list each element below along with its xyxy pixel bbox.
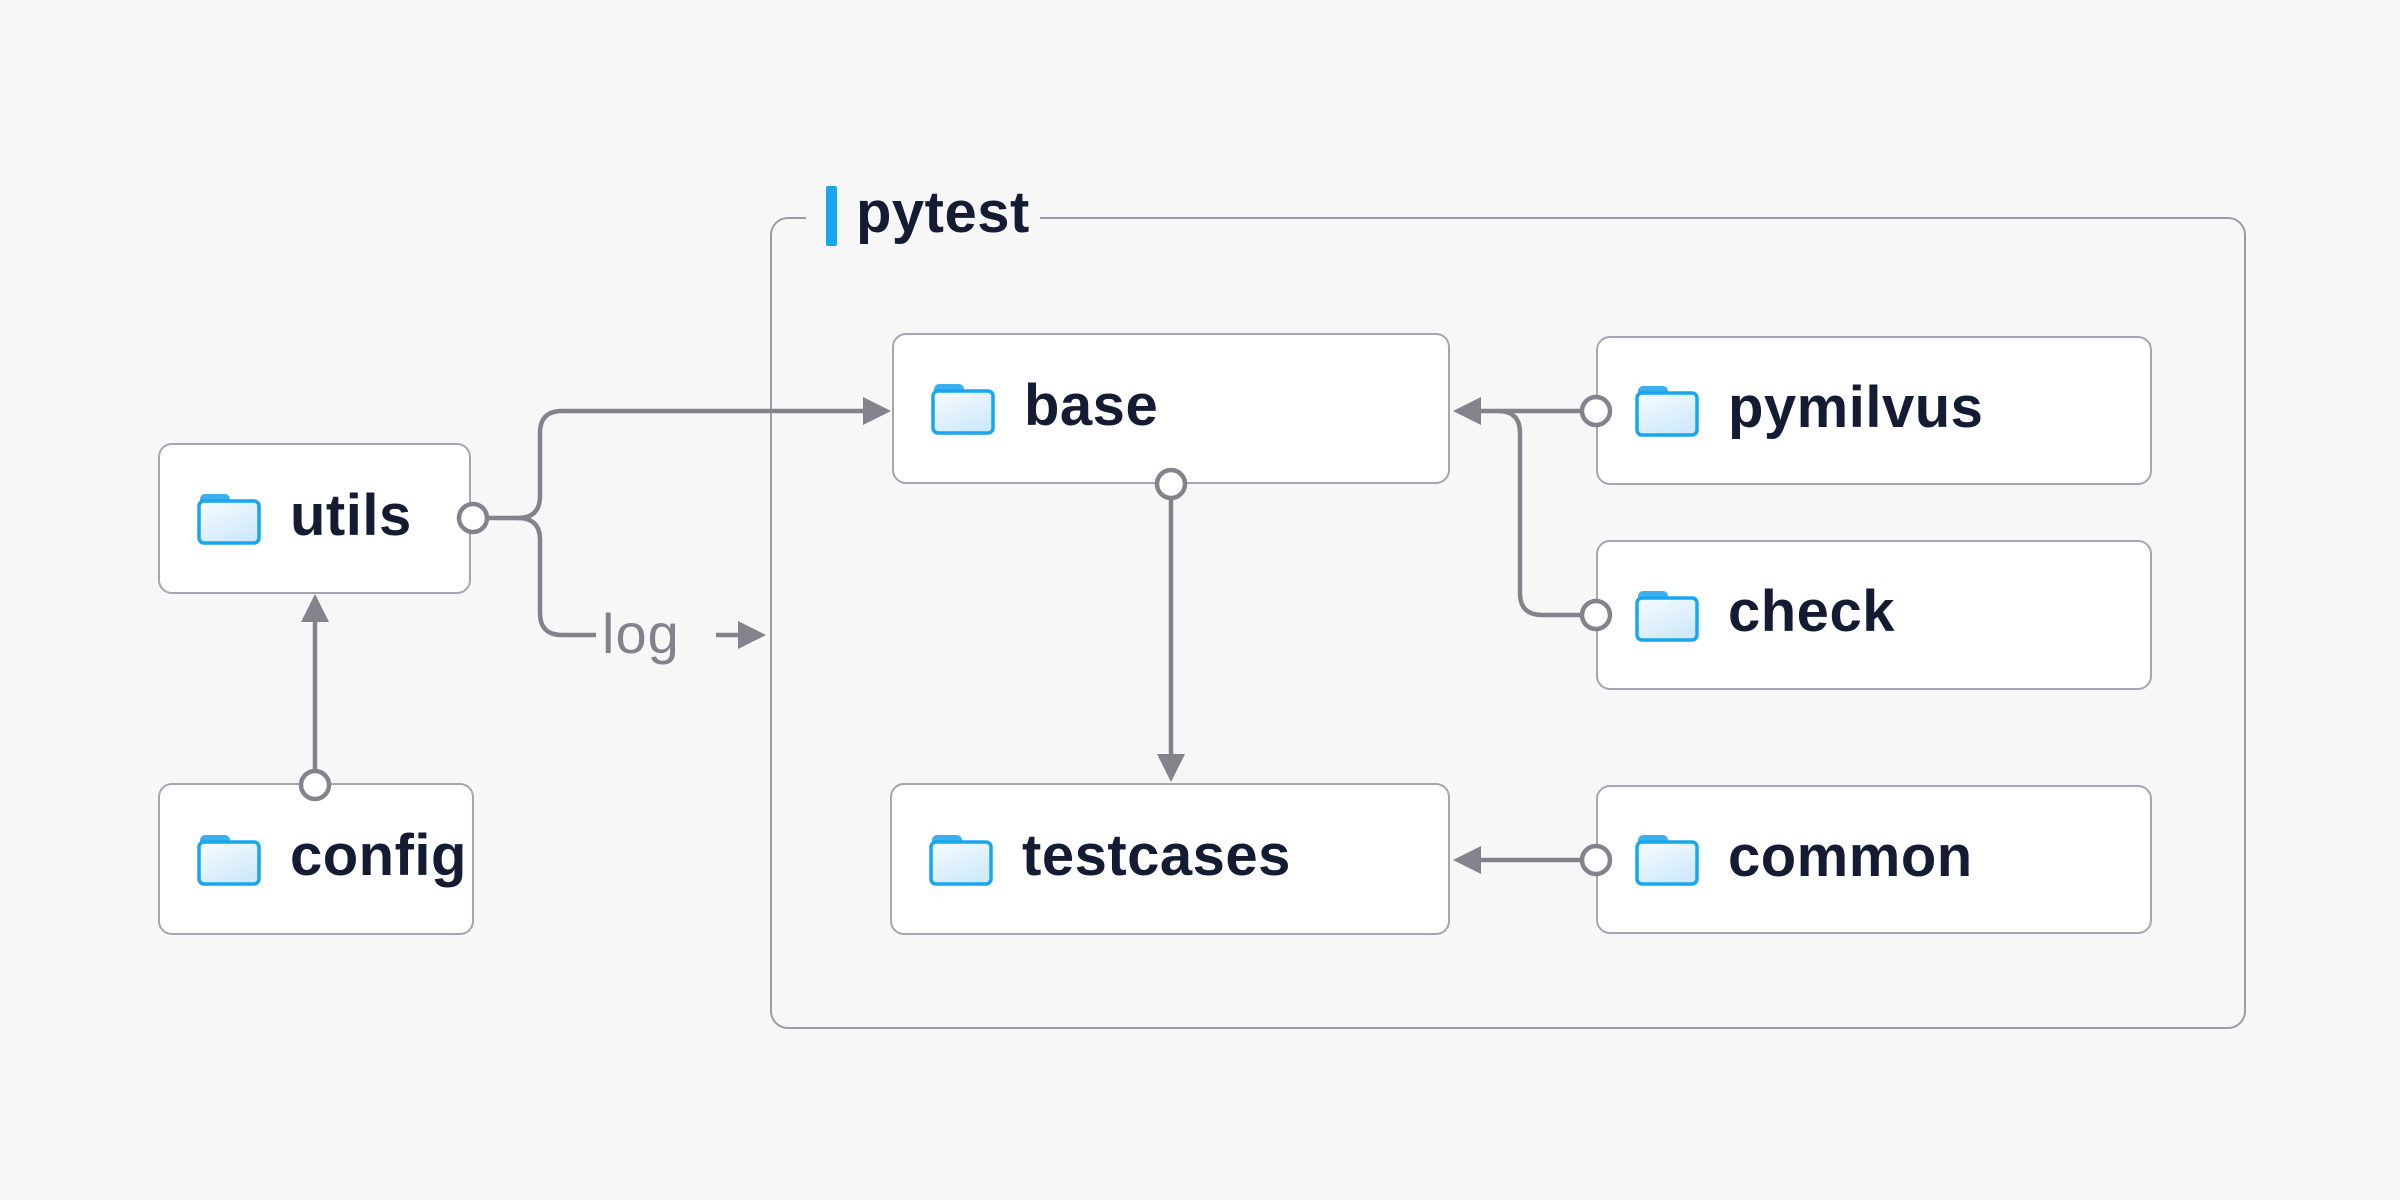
folder-icon	[931, 382, 995, 435]
node-label: check	[1728, 579, 1895, 644]
node-label: base	[1024, 372, 1159, 438]
folder-icon	[197, 832, 261, 886]
folder-icon	[929, 832, 993, 886]
node-label: common	[1728, 823, 1973, 889]
arrowhead-right-icon	[738, 621, 766, 649]
node-label: pymilvus	[1728, 374, 1984, 440]
node-pymilvus: pymilvus	[1596, 336, 2152, 485]
folder-icon	[1635, 833, 1699, 886]
node-check: check	[1596, 540, 2152, 690]
node-common: common	[1596, 785, 2152, 934]
pytest-group-label-text: pytest	[856, 180, 1030, 245]
node-label: utils	[290, 482, 412, 548]
edge-label-log: log	[602, 602, 680, 665]
node-base: base	[892, 333, 1450, 484]
node-label: testcases	[1022, 823, 1291, 888]
folder-icon	[1635, 384, 1699, 437]
node-testcases: testcases	[890, 783, 1450, 935]
pytest-group-label: pytest	[806, 182, 1040, 250]
accent-bar-icon	[826, 186, 837, 246]
node-config: config	[158, 783, 474, 935]
folder-icon	[1635, 588, 1699, 642]
edge-config-to-utils	[298, 594, 332, 802]
arrowhead-up-icon	[301, 594, 329, 622]
pytest-group-container	[770, 217, 2246, 1029]
node-label: config	[290, 823, 467, 888]
node-utils: utils	[158, 443, 471, 594]
folder-icon	[197, 492, 261, 545]
